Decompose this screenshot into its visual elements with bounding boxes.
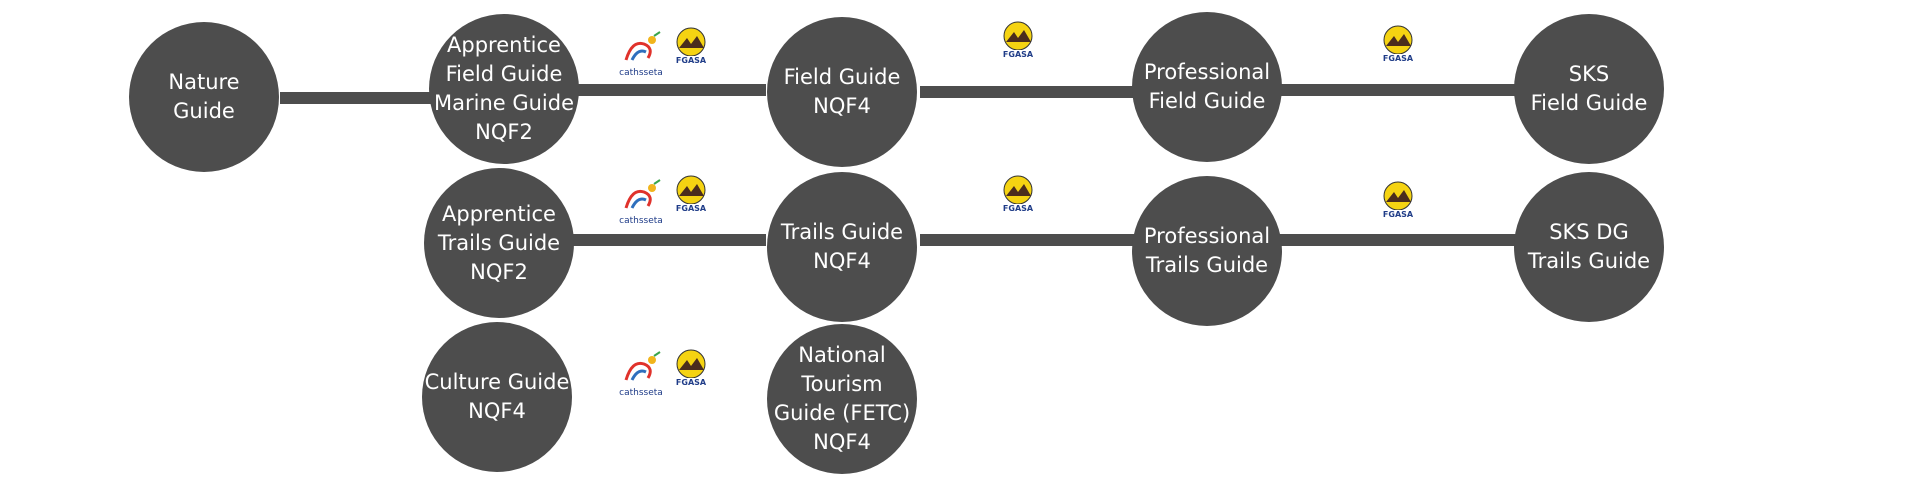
cathsseta-label: cathsseta (619, 68, 663, 78)
node-culture-guide: Culture Guide NQF4 (422, 322, 572, 472)
node-label: Professional Field Guide (1143, 60, 1271, 113)
connector-trails-to-professional-trails (920, 234, 1136, 246)
node-label: Nature Guide (168, 70, 240, 123)
node-sks-dg-trails-guide: SKS DG Trails Guide (1514, 172, 1664, 322)
fgasa-label: FGASA (1382, 54, 1414, 63)
node-professional-trails-guide: Professional Trails Guide (1132, 176, 1282, 326)
node-national-tourism-guide: National Tourism Guide (FETC) NQF4 (767, 324, 917, 474)
node-label: Professional Trails Guide (1143, 224, 1271, 277)
connector-field-to-professional-field (920, 86, 1136, 98)
fgasa-logo: FGASA (1376, 24, 1420, 63)
fgasa-label: FGASA (675, 378, 707, 387)
cathsseta-label: cathsseta (619, 216, 663, 226)
node-sks-field-guide: SKS Field Guide (1514, 14, 1664, 164)
connector-professional-trails-to-sks-dg (1280, 234, 1528, 246)
node-field-guide: Field Guide NQF4 (767, 17, 917, 167)
connector-professional-field-to-sks (1280, 84, 1528, 96)
fgasa-logo: FGASA (1376, 180, 1420, 219)
fgasa-logo: FGASA (996, 20, 1040, 59)
node-label: Field Guide NQF4 (783, 65, 901, 118)
node-professional-field-guide: Professional Field Guide (1132, 12, 1282, 162)
node-label: Culture Guide NQF4 (424, 370, 570, 423)
connector-nature-to-apprentice-field (280, 92, 440, 104)
fgasa-logo: FGASA (669, 26, 713, 65)
connector-apprentice-trails-to-trails (570, 234, 766, 246)
fgasa-label: FGASA (1002, 50, 1034, 59)
node-nature-guide: Nature Guide (129, 22, 279, 172)
node-trails-guide: Trails Guide NQF4 (767, 172, 917, 322)
fgasa-logo: FGASA (669, 348, 713, 387)
node-label: SKS DG Trails Guide (1527, 220, 1651, 273)
fgasa-logo: FGASA (996, 174, 1040, 213)
cathsseta-logo: cathsseta (614, 178, 668, 226)
node-label: National Tourism Guide (FETC) NQF4 (773, 343, 911, 454)
fgasa-logo: FGASA (669, 174, 713, 213)
cathsseta-label: cathsseta (619, 388, 663, 398)
connector-apprentice-field-to-field (570, 84, 766, 96)
node-label: SKS Field Guide (1530, 62, 1648, 115)
node-apprentice-field-guide: Apprentice Field Guide Marine Guide NQF2 (429, 14, 579, 164)
fgasa-label: FGASA (1382, 210, 1414, 219)
node-apprentice-trails-guide: Apprentice Trails Guide NQF2 (424, 168, 574, 318)
node-label: Apprentice Field Guide Marine Guide NQF2 (433, 33, 575, 144)
fgasa-label: FGASA (675, 204, 707, 213)
cathsseta-logo: cathsseta (614, 30, 668, 78)
fgasa-label: FGASA (675, 56, 707, 65)
node-label: Apprentice Trails Guide NQF2 (437, 201, 561, 284)
cathsseta-logo: cathsseta (614, 350, 668, 398)
fgasa-label: FGASA (1002, 204, 1034, 213)
node-label: Trails Guide NQF4 (780, 220, 904, 273)
